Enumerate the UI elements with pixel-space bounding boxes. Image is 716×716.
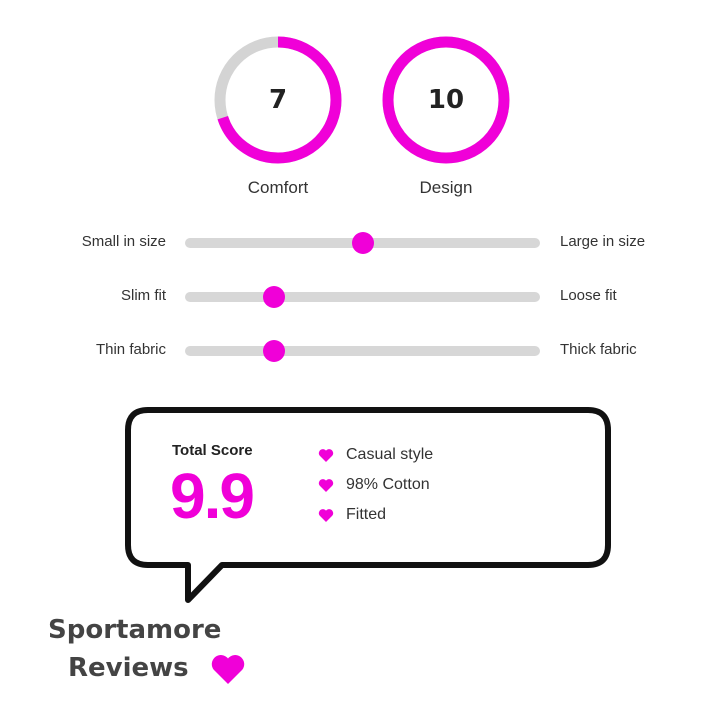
heart-icon: [318, 508, 334, 522]
slider-fabric-track[interactable]: [185, 340, 540, 362]
slider-size-left-label: Small in size: [81, 233, 166, 250]
design-ring-chart: [382, 36, 510, 164]
slider-size-right-label: Large in size: [560, 233, 646, 250]
total-score-value: 9.9: [170, 460, 255, 532]
heart-icon: [318, 448, 334, 462]
rating-ring-comfort: 7: [214, 36, 342, 164]
feature-text: Fitted: [346, 506, 387, 523]
comfort-ring-chart: [214, 36, 342, 164]
slider-size: Small in size Large in size: [0, 228, 716, 258]
slider-fit-left-label: Slim fit: [121, 287, 166, 304]
slider-fit-thumb[interactable]: [262, 286, 285, 308]
slider-fabric-thumb[interactable]: [262, 340, 285, 362]
heart-icon: [318, 478, 334, 492]
comfort-ring-arc: [214, 36, 342, 164]
total-score-label: Total Score: [172, 442, 253, 459]
feature-item: Casual style: [318, 440, 433, 470]
slider-fit-right-label: Loose fit: [560, 287, 617, 304]
slider-fit: Slim fit Loose fit: [0, 282, 716, 312]
design-ring-arc: [382, 36, 510, 164]
brand-name: Sportamore: [48, 615, 222, 645]
feature-text: 98% Cotton: [346, 476, 430, 493]
slider-size-thumb[interactable]: [351, 232, 374, 254]
feature-item: Fitted: [318, 500, 433, 530]
rating-ring-design: 10: [382, 36, 510, 164]
slider-fabric-right-label: Thick fabric: [560, 341, 637, 358]
slider-size-track[interactable]: [185, 232, 540, 254]
feature-text: Casual style: [346, 446, 434, 463]
comfort-score: 7: [268, 85, 288, 115]
heart-icon: [211, 655, 245, 684]
feature-item: 98% Cotton: [318, 470, 433, 500]
design-label: Design: [419, 178, 473, 197]
slider-fabric-left-label: Thin fabric: [95, 341, 166, 358]
brand-subtitle: Reviews: [68, 653, 189, 683]
design-score: 10: [427, 85, 465, 115]
feature-list: Casual style 98% Cotton Fitted: [318, 440, 433, 530]
slider-fit-track[interactable]: [185, 286, 540, 308]
slider-fabric: Thin fabric Thick fabric: [0, 336, 716, 366]
comfort-label: Comfort: [247, 178, 309, 197]
